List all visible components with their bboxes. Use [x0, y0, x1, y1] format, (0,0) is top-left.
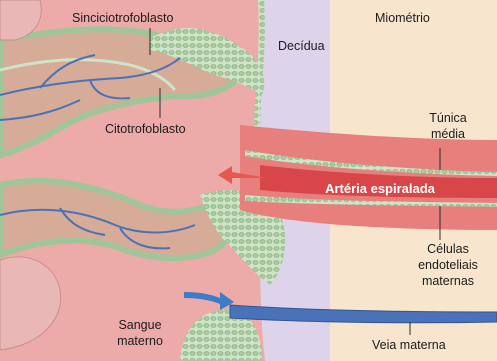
label-arteria-espiralada: Artéria espiralada — [325, 181, 436, 196]
label-celulas-line3: maternas — [422, 274, 474, 288]
label-tunica-media-line2: média — [431, 127, 465, 141]
label-tunica-media-line1: Túnica — [429, 111, 467, 125]
label-sangue-line2: materno — [117, 334, 163, 348]
label-celulas-line1: Células — [427, 242, 469, 256]
label-veia-materna: Veia materna — [372, 338, 446, 352]
label-citotrofoblasto: Citotrofoblasto — [105, 122, 186, 136]
label-sinciciotrofoblasto: Sinciciotrofoblasto — [72, 11, 173, 25]
label-celulas-line2: endoteliais — [418, 258, 478, 272]
label-miometrio: Miométrio — [375, 11, 430, 25]
label-sangue-line1: Sangue — [118, 318, 161, 332]
label-decidua: Decídua — [278, 39, 325, 53]
